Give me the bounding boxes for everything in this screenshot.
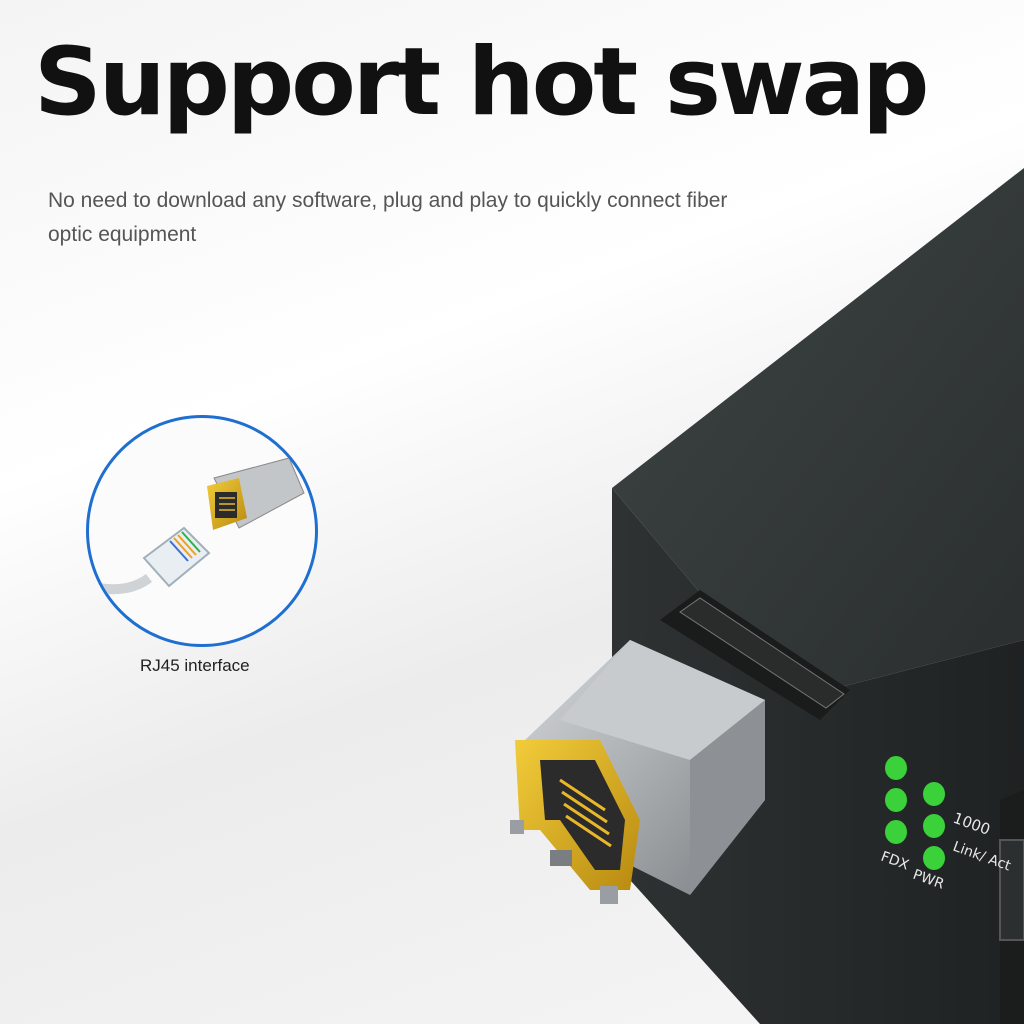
led-pwr — [923, 846, 945, 870]
subtitle: No need to download any software, plug a… — [48, 189, 728, 246]
headline: Support hot swap — [34, 28, 929, 137]
led-link-act — [923, 782, 945, 806]
device-top-surface — [612, 168, 1024, 700]
sfp-module — [510, 640, 765, 904]
led-link-act-2 — [923, 814, 945, 838]
led-fdx — [885, 788, 907, 812]
inset-caption: RJ45 interface — [140, 656, 250, 675]
led-fdx-2 — [885, 820, 907, 844]
rj45-plug — [142, 526, 211, 588]
sfp-module-small — [207, 457, 305, 530]
led-1000 — [885, 756, 907, 780]
rj45-inset — [86, 415, 318, 647]
status-leds — [885, 756, 945, 870]
